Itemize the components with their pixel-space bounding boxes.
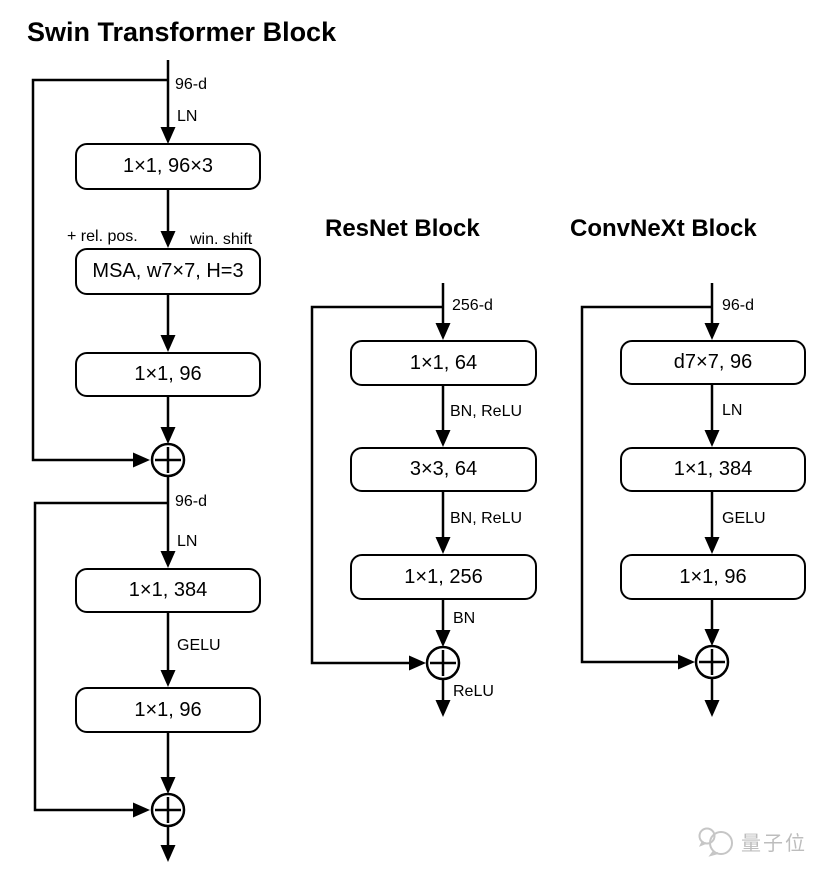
qbitai-logo-icon	[698, 827, 733, 857]
convnext-flow-lines	[580, 283, 714, 703]
resnet-skip-line	[310, 305, 443, 665]
swin-msa-box: MSA, w7×7, H=3	[75, 248, 261, 295]
watermark-text: 量子位	[741, 832, 807, 855]
swin-win-shift-label: win. shift	[190, 231, 253, 248]
swin-mlp2-box: 1×1, 96	[75, 687, 261, 733]
resnet-relu-out-label: ReLU	[453, 683, 494, 700]
swin-block-title: Swin Transformer Block	[27, 17, 337, 47]
convnext-arrowheads	[678, 323, 720, 717]
swin-conv2-box: 1×1, 96	[75, 352, 261, 397]
swin-rel-pos-label: + rel. pos.	[67, 228, 138, 245]
swin-input-dim-label: 96-d	[175, 76, 208, 93]
convnext-add-node	[694, 644, 730, 680]
resnet-block-title: ResNet Block	[325, 215, 480, 242]
swin-arrowheads	[133, 127, 176, 862]
swin-gelu-label: GELU	[177, 637, 221, 654]
swin-skip1-line	[31, 78, 168, 462]
resnet-flow-lines	[310, 283, 445, 703]
convnext-ln-label: LN	[722, 402, 743, 419]
swin-mid-dim-label: 96-d	[175, 493, 208, 510]
resnet-conv1-box: 1×1, 64	[350, 340, 537, 386]
convnext-gelu-label: GELU	[722, 510, 766, 527]
swin-skip2-line	[33, 501, 168, 812]
resnet-arrowheads	[409, 323, 451, 717]
resnet-bn-label: BN	[453, 610, 476, 627]
swin-flow-lines	[31, 60, 170, 848]
swin-add-node-2	[150, 792, 186, 828]
swin-conv1-box: 1×1, 96×3	[75, 143, 261, 190]
resnet-bn-relu2-label: BN, ReLU	[450, 510, 523, 527]
convnext-input-dim-label: 96-d	[722, 297, 755, 314]
convnext-dwconv-box: d7×7, 96	[620, 340, 806, 385]
resnet-bn-relu1-label: BN, ReLU	[450, 403, 523, 420]
swin-norm2-label: LN	[177, 533, 198, 550]
resnet-conv3-box: 1×1, 256	[350, 554, 537, 600]
convnext-pwconv1-box: 1×1, 384	[620, 447, 806, 492]
convnext-skip-line	[580, 305, 712, 664]
resnet-add-node	[425, 645, 461, 681]
resnet-conv2-box: 3×3, 64	[350, 447, 537, 492]
convnext-pwconv2-box: 1×1, 96	[620, 554, 806, 600]
swin-norm1-label: LN	[177, 108, 198, 125]
swin-mlp1-box: 1×1, 384	[75, 568, 261, 613]
resnet-input-dim-label: 256-d	[452, 297, 493, 314]
convnext-block-title: ConvNeXt Block	[570, 215, 757, 242]
watermark: 量子位	[694, 824, 807, 858]
swin-add-node-1	[150, 442, 186, 478]
